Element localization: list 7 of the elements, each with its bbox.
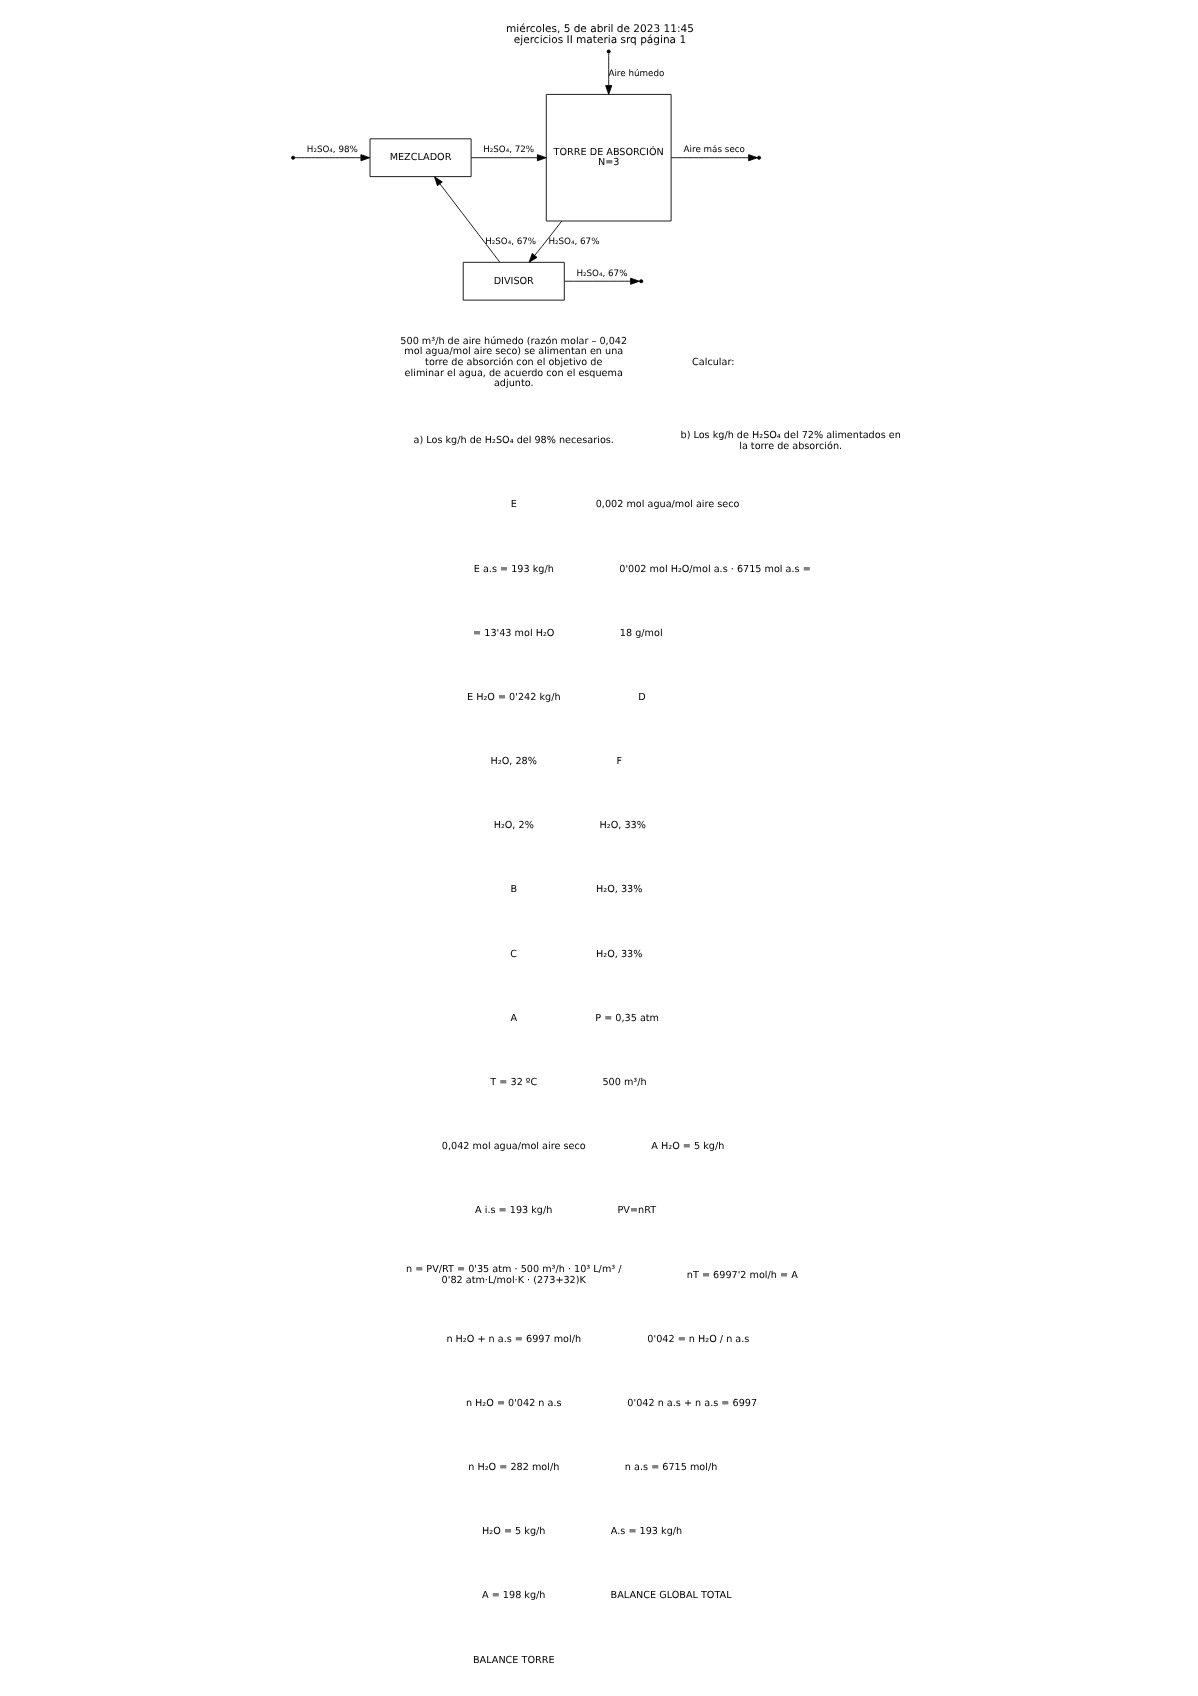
arrow	[563, 277, 639, 285]
arrow	[469, 154, 546, 162]
arrow	[293, 154, 370, 162]
arrow	[604, 53, 612, 95]
arrow	[527, 220, 562, 263]
arrow	[669, 154, 757, 162]
arrow	[433, 176, 500, 263]
